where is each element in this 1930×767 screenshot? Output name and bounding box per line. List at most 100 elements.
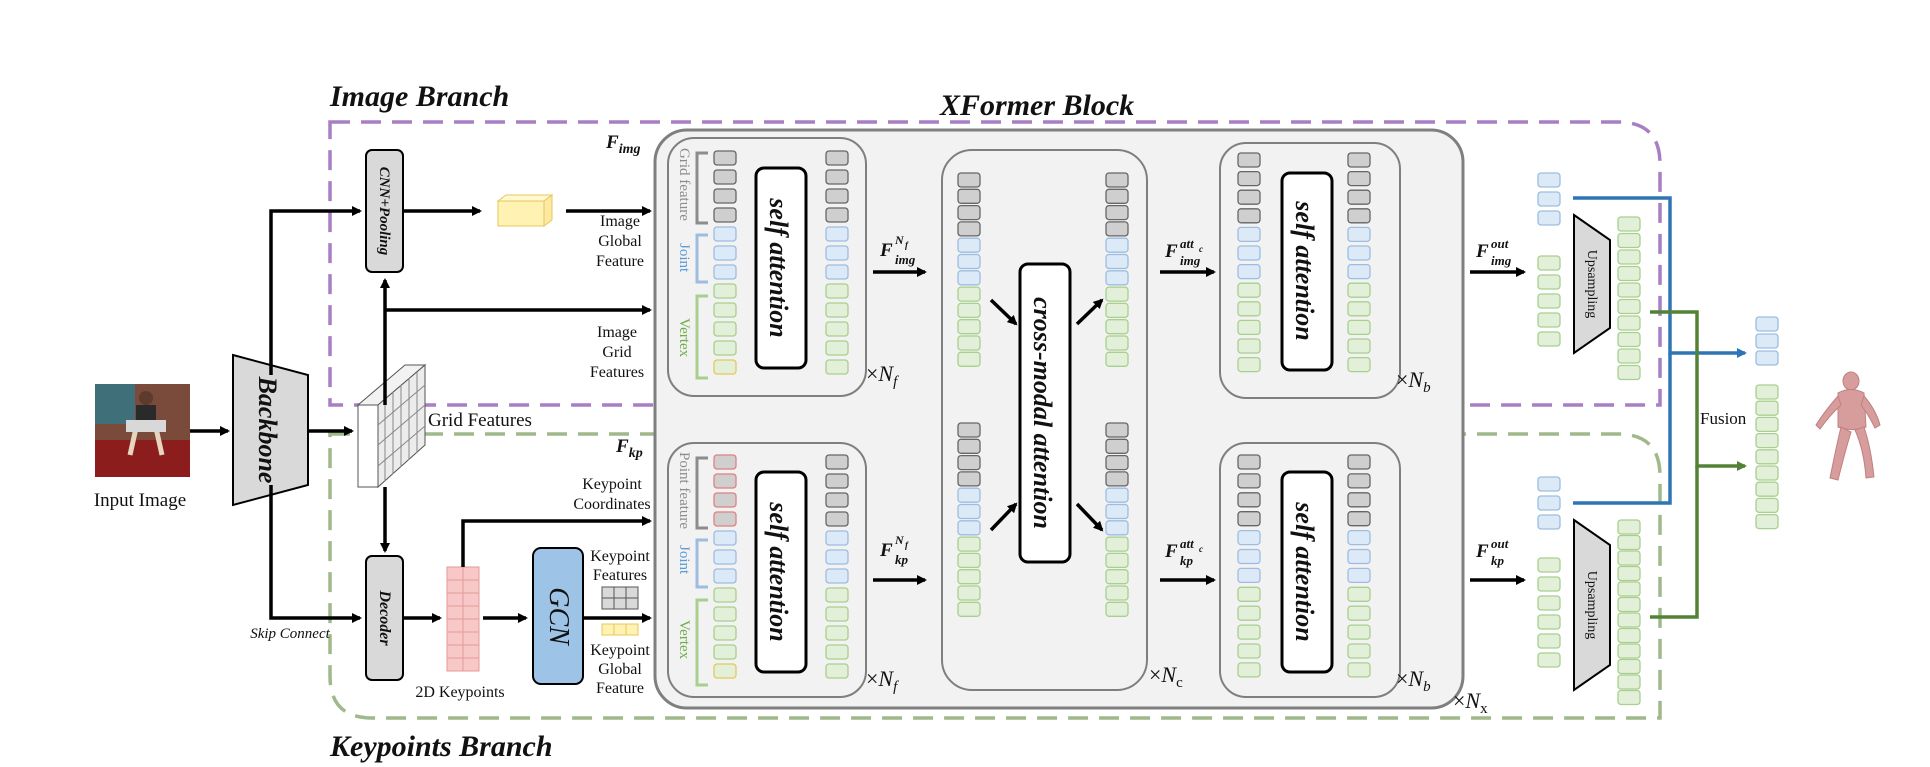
- vertex-label-kp: Vertex: [676, 620, 692, 660]
- keypoint-cell: [446, 579, 464, 594]
- upsampling-kp: Upsampling: [1573, 518, 1611, 692]
- img-sa1-out-token: [825, 188, 849, 204]
- decoder-box: Decoder: [365, 555, 404, 681]
- input-image: [95, 384, 190, 477]
- cross-kp-in-token: [957, 520, 981, 536]
- svg-text:×Nf: ×Nf: [866, 666, 899, 695]
- img-sa2-in-token: [1237, 282, 1261, 298]
- kp-sa2-in-token: [1237, 511, 1261, 527]
- svg-text:Coordinates: Coordinates: [573, 496, 650, 513]
- keypoint-cell: [446, 566, 464, 581]
- svg-text:self attention: self attention: [764, 501, 793, 641]
- svg-text:F: F: [1475, 241, 1489, 262]
- svg-text:×Nf: ×Nf: [866, 361, 899, 390]
- kp-upsampled-token: [1617, 550, 1641, 566]
- img-sa1-in-token: [713, 207, 737, 223]
- img-upsampled-token: [1617, 282, 1641, 298]
- kp-sa2-in-token: [1237, 586, 1261, 602]
- img-sa2-out-token: [1347, 356, 1371, 373]
- cross-kp-out-token: [1105, 422, 1129, 438]
- svg-text:Image: Image: [600, 213, 640, 230]
- keypoint-cell: [446, 618, 464, 633]
- kp-sa1-in-token: [713, 644, 737, 660]
- svg-text:img: img: [1180, 253, 1201, 268]
- svg-text:×Nc: ×Nc: [1149, 662, 1183, 691]
- kp-out-vertex-token: [1537, 652, 1561, 668]
- cross-kp-in-token: [957, 471, 981, 487]
- svg-text:Global: Global: [598, 233, 642, 250]
- keypoints-2d-label: 2D Keypoints: [415, 684, 504, 701]
- img-sa1-out-token: [825, 302, 849, 318]
- keypoint-cell: [446, 592, 464, 607]
- fused-vertex-token: [1755, 465, 1779, 481]
- fused-vertex-token: [1755, 513, 1779, 530]
- svg-text:Feature: Feature: [596, 253, 644, 270]
- svg-text:×Nb: ×Nb: [1396, 666, 1431, 695]
- kp-sa1-in-token: [713, 454, 737, 470]
- img-sa2-in-token: [1237, 152, 1261, 168]
- img-sa1-in-token: [713, 302, 737, 318]
- svg-text:cross-modal attention: cross-modal attention: [1028, 297, 1057, 529]
- img-upsampled-token: [1617, 232, 1641, 249]
- kp-sa2-out-token: [1347, 548, 1371, 565]
- img-sa1-in-token: [713, 245, 737, 261]
- img-sa2-out-token: [1347, 226, 1371, 243]
- kp-upsampled-token: [1617, 581, 1641, 597]
- joint-label-img: Joint: [676, 243, 692, 273]
- image-branch-region: [328, 120, 1662, 407]
- token-columns: [713, 150, 1779, 706]
- fused-vertex-token: [1755, 449, 1779, 465]
- keypoint-cell: [446, 657, 464, 672]
- kp-sa2-in-token: [1237, 662, 1261, 678]
- cross-img-out-token: [1105, 221, 1129, 237]
- img-sa2-out-token: [1347, 301, 1371, 317]
- f-kp-att-label: F att c kp: [1164, 536, 1203, 568]
- kp-sa2-out-token: [1347, 492, 1371, 508]
- svg-text:att: att: [1180, 236, 1194, 251]
- keypoint-global-feature-label: Keypoint Global Feature: [590, 642, 650, 697]
- svg-text:f: f: [905, 240, 909, 250]
- keypoint-cell: [462, 592, 480, 607]
- img-sa1-out-token: [825, 245, 849, 261]
- kp-upsampled-token: [1617, 534, 1641, 551]
- cross-kp-in-token: [957, 422, 981, 438]
- img-sa1-out-token: [825, 359, 849, 375]
- fused-joint-token: [1755, 316, 1779, 332]
- img-upsampled-token: [1617, 216, 1641, 232]
- f-kp-nf-label: F N f kp: [879, 533, 909, 567]
- img-sa1-out-token: [825, 226, 849, 242]
- kp-upsampled-token: [1617, 565, 1641, 582]
- kp-sa1-out-token: [825, 511, 849, 527]
- cross-kp-out-token: [1105, 552, 1129, 569]
- img-sa1-out-token: [825, 321, 849, 337]
- img-sa1-in-token: [713, 264, 737, 280]
- cross-img-in-token: [957, 204, 981, 221]
- img-out-vertex-token: [1537, 255, 1561, 271]
- keypoint-cell: [462, 566, 480, 581]
- img-sa2-out-token: [1347, 152, 1371, 168]
- img-sa1-out-token: [825, 340, 849, 356]
- nb-count-kp: ×Nb: [1396, 666, 1431, 695]
- img-out-joint-token: [1537, 210, 1561, 226]
- img-sa1-in-token: [713, 321, 737, 337]
- cross-img-in-token: [957, 286, 981, 302]
- cross-kp-out-token: [1105, 503, 1129, 520]
- kp-token-brackets: [695, 456, 708, 687]
- cross-kp-in-token: [957, 487, 981, 503]
- svg-text:kp: kp: [895, 552, 909, 567]
- kp-sa2-in-token: [1237, 454, 1261, 470]
- keypoint-features-label: Keypoint Features: [590, 548, 650, 584]
- img-upsampled-token: [1617, 364, 1641, 381]
- cross-img-in-token: [957, 302, 981, 319]
- image-global-feature-cube: [496, 194, 554, 227]
- image-grid-features-label: Image Grid Features: [590, 324, 644, 381]
- cross-img-in-token: [957, 188, 981, 204]
- input-image-label: Input Image: [94, 490, 186, 511]
- keypoint-cell: [462, 644, 480, 659]
- img-sa2-in-token: [1237, 226, 1261, 243]
- kp-sa2-in-token: [1237, 529, 1261, 546]
- cross-kp-out-token: [1105, 454, 1129, 471]
- svg-text:CNN+Pooling: CNN+Pooling: [376, 167, 392, 256]
- kp-sa1-out-token: [825, 625, 849, 641]
